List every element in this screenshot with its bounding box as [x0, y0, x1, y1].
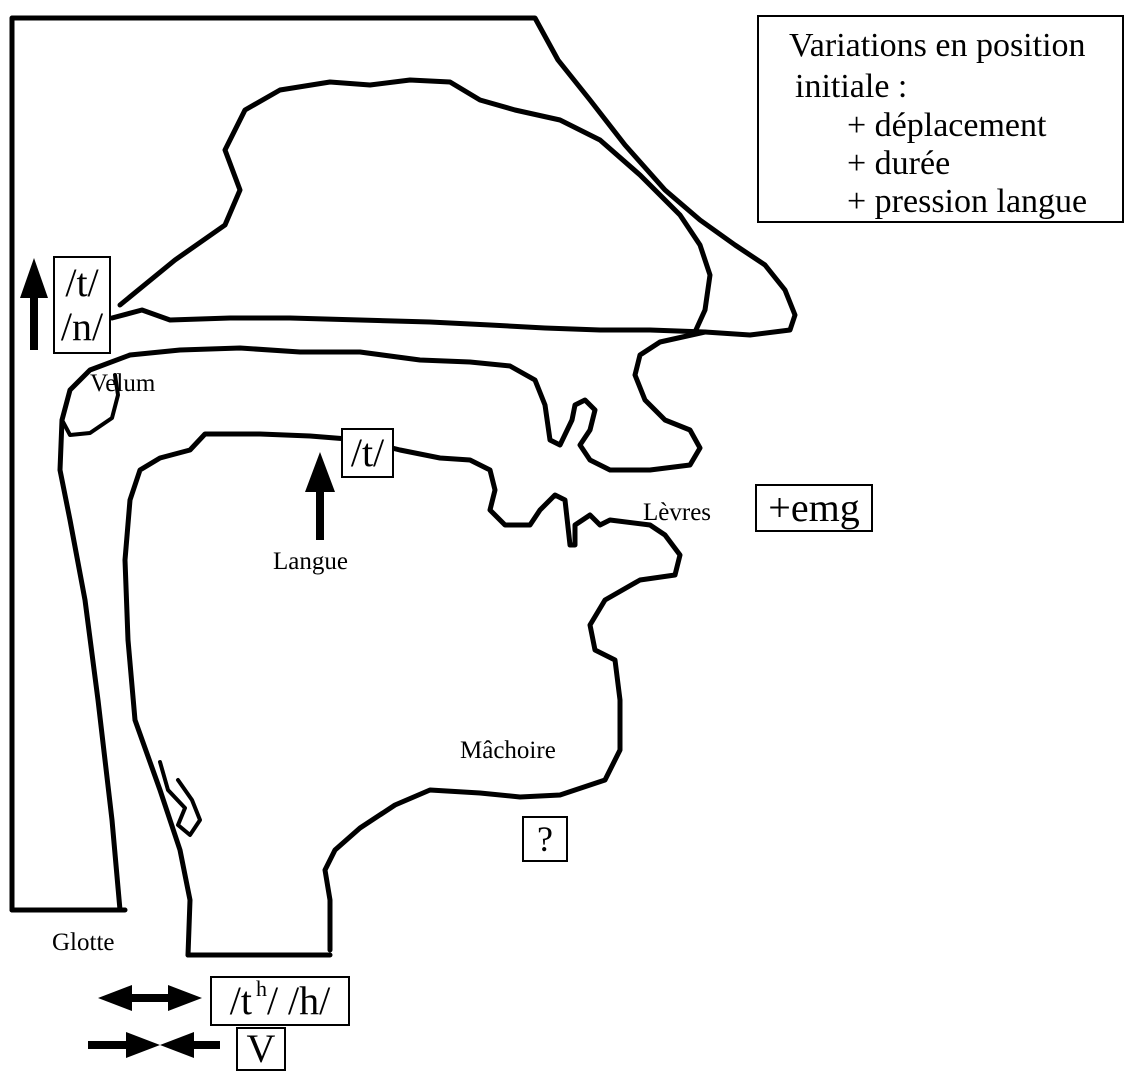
legend-item-displacement: + déplacement	[847, 107, 1047, 144]
jaw-box: ?	[522, 816, 568, 862]
glottis-aspiration-box: /t h / /h/	[210, 976, 350, 1026]
lips-label: Lèvres	[643, 499, 712, 526]
legend-title-line2: initiale :	[795, 68, 908, 105]
velum-edge	[60, 373, 120, 437]
double-arrow-horizontal-icon	[98, 985, 202, 1011]
lips-emg-label: +emg	[768, 485, 860, 530]
glottis-voicing-box: V	[236, 1027, 286, 1071]
glottis-th-rest: / /h/	[266, 978, 331, 1023]
legend-item-tongue-pressure: + pression langue	[847, 183, 1088, 220]
velum-phoneme-box: /t/ /n/	[53, 256, 111, 354]
lips-emg-box: +emg	[755, 484, 873, 532]
legend-box: Variations en position initiale : + dépl…	[757, 15, 1124, 223]
tongue-jaw	[122, 431, 683, 958]
glottis-th-main: /t	[229, 978, 252, 1023]
arrow-up-icon	[20, 258, 48, 350]
epiglottis	[158, 760, 202, 837]
converging-arrows-icon	[88, 1032, 220, 1058]
jaw-label-text: Mâchoire	[460, 737, 556, 764]
velum-n-label: /n/	[60, 304, 104, 349]
palate-and-pharynx	[57, 329, 708, 913]
legend-title-line1: Variations en position	[789, 27, 1086, 64]
jaw-label: ?	[537, 819, 553, 859]
tongue-label: Langue	[273, 548, 348, 575]
tongue-t-label: /t/	[350, 430, 385, 475]
glottis-th-superscript: h	[255, 976, 267, 1001]
velum-t-label: /t/	[65, 260, 99, 305]
arrow-up-icon	[305, 452, 335, 540]
legend-item-duration: + durée	[847, 145, 951, 182]
glottis-v-label: V	[246, 1026, 276, 1071]
nasal-cavity	[117, 77, 713, 335]
head-frame	[9, 15, 798, 913]
glottis-label: Glotte	[52, 929, 115, 956]
tongue-phoneme-box: /t/	[341, 428, 394, 478]
velum-label: Velum	[90, 370, 156, 397]
